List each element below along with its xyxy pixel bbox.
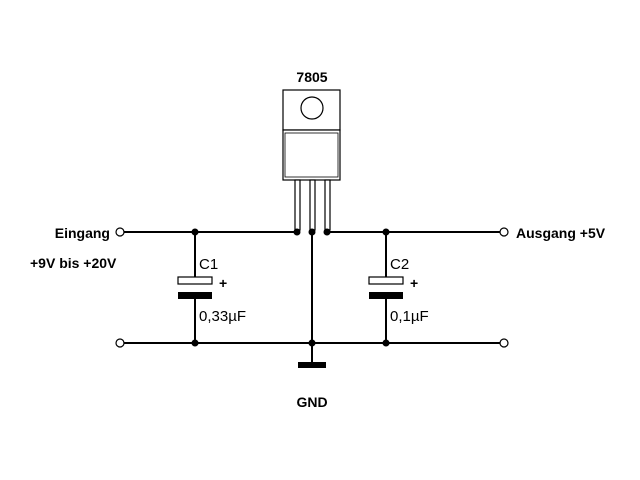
junction-pin-gnd — [308, 228, 316, 236]
ground-symbol — [298, 362, 326, 368]
ground-label: GND — [296, 394, 327, 410]
junction-pin-out — [323, 228, 331, 236]
c1-negative-plate — [178, 292, 212, 299]
junction-c2-top — [382, 228, 390, 236]
regulator-pin-in — [294, 179, 301, 231]
terminals — [115, 227, 509, 348]
c2-value: 0,1µF — [390, 308, 429, 325]
capacitor-c1 — [177, 276, 213, 299]
regulator-mounting-hole — [300, 96, 324, 120]
junction-c1-top — [191, 228, 199, 236]
regulator-pin-out — [324, 179, 331, 231]
c2-name: C2 — [390, 256, 409, 273]
regulator-label: 7805 — [296, 69, 327, 85]
c2-negative-plate — [369, 292, 403, 299]
terminal-input — [115, 227, 125, 237]
regulator-body — [282, 129, 341, 181]
junction-gnd-bottom — [308, 339, 316, 347]
junction-dots — [191, 228, 390, 347]
input-label: Eingang — [55, 225, 110, 241]
capacitor-c2 — [368, 276, 404, 299]
input-voltage-label: +9V bis +20V — [30, 255, 117, 271]
terminal-output-gnd — [499, 338, 509, 348]
c2-positive-plate — [368, 276, 404, 285]
junction-c2-bottom — [382, 339, 390, 347]
c1-name: C1 — [199, 256, 218, 273]
c2-polarity: + — [410, 275, 418, 291]
junction-pin-in — [293, 228, 301, 236]
c1-value: 0,33µF — [199, 308, 246, 325]
output-label: Ausgang +5V — [516, 225, 606, 241]
terminal-output — [499, 227, 509, 237]
regulator-pin-gnd — [309, 179, 316, 231]
c1-polarity: + — [219, 275, 227, 291]
junction-c1-bottom — [191, 339, 199, 347]
c1-positive-plate — [177, 276, 213, 285]
terminal-input-gnd — [115, 338, 125, 348]
regulator-body-inner — [284, 132, 339, 178]
voltage-regulator-7805 — [282, 89, 341, 231]
